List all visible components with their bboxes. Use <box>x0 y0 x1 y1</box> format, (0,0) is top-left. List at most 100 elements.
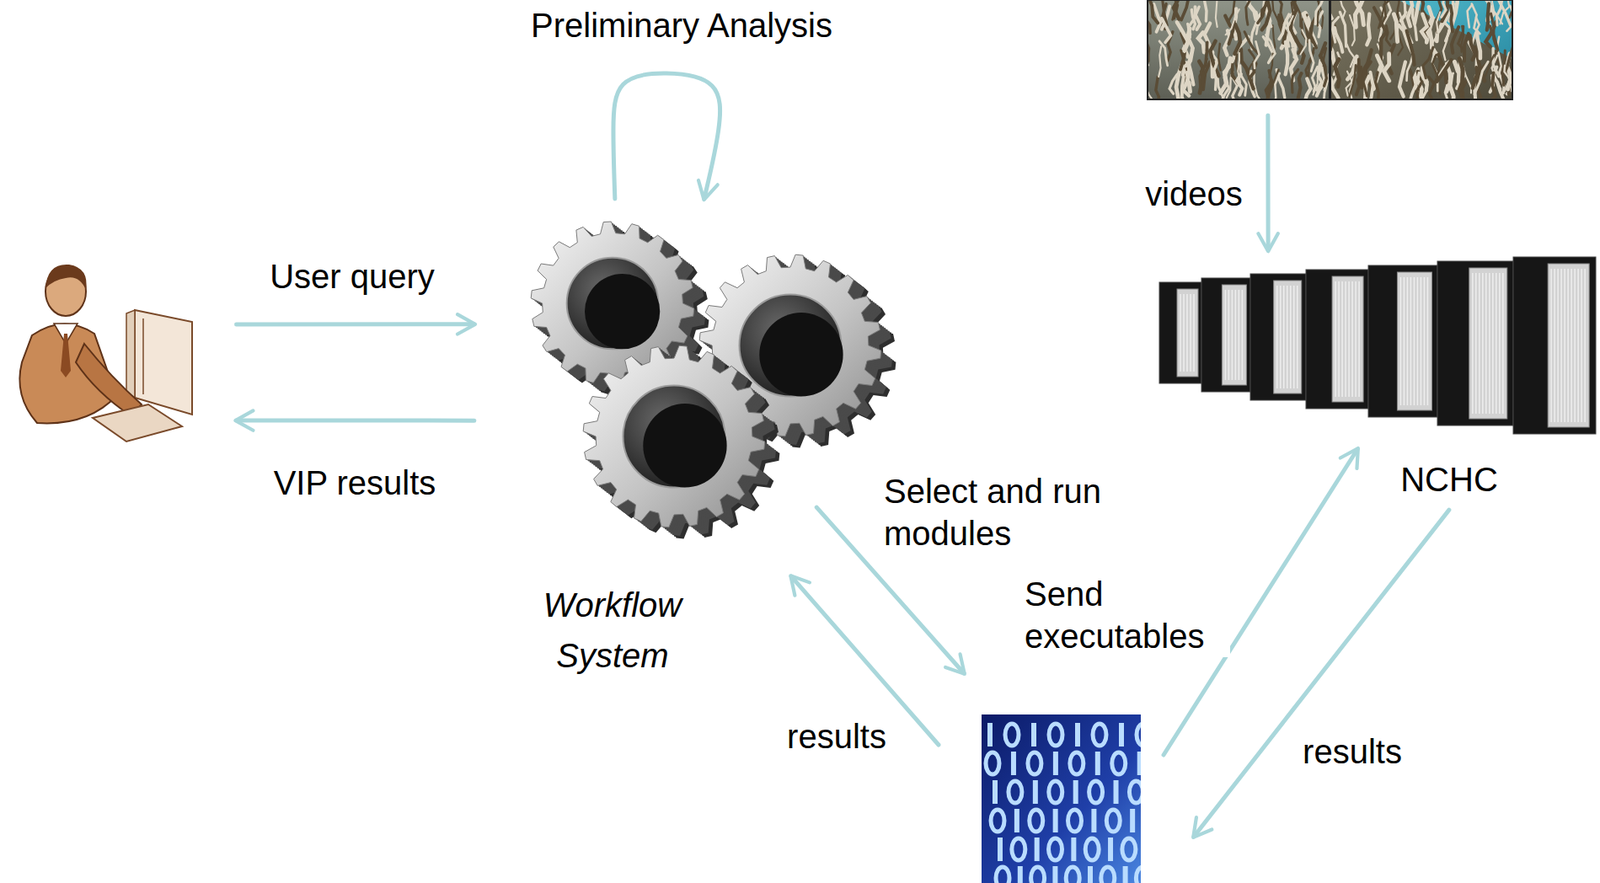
cabinet-grille <box>1186 294 1188 372</box>
digit-one <box>1129 808 1135 833</box>
coral-branch <box>1414 0 1423 24</box>
cabinet-grille <box>1337 281 1340 397</box>
coral-branch <box>1319 55 1327 86</box>
coral-branch <box>1332 16 1339 43</box>
coral-branch <box>1291 69 1298 92</box>
coral-branch <box>1278 14 1290 39</box>
cabinet-grille <box>1189 294 1192 372</box>
coral-branch <box>1499 0 1510 24</box>
digit-zero <box>995 866 1010 883</box>
cabinet-front <box>1332 276 1364 402</box>
coral-branch <box>1432 11 1440 43</box>
digit-one <box>1118 722 1124 747</box>
tie <box>60 333 71 378</box>
digit-one <box>1073 780 1079 804</box>
coral-branch <box>1384 53 1390 81</box>
coral-branch <box>1467 5 1473 28</box>
cabinet-body <box>1368 265 1438 418</box>
coral-branch <box>1503 65 1510 92</box>
digit-one <box>1052 866 1058 883</box>
cabinet-grille <box>1563 268 1566 423</box>
gear-hole-shadow <box>584 273 660 349</box>
digit-zero <box>1092 723 1107 746</box>
coral-branch <box>1441 0 1448 22</box>
digit-one <box>1113 780 1119 804</box>
digit-one <box>1075 722 1081 747</box>
coral-branch <box>1290 0 1296 30</box>
coral-branch <box>1305 79 1312 100</box>
coral-branch <box>1441 0 1446 17</box>
cabinet-grille <box>1286 285 1289 389</box>
digit-zero <box>1005 723 1019 746</box>
cabinet-grille <box>1279 285 1282 389</box>
coral-branch <box>1359 59 1362 89</box>
cabinet-grille <box>1478 272 1481 414</box>
cabinet-grille <box>1358 281 1360 397</box>
workflow-gears: Workflow System <box>530 219 899 536</box>
coral-branch <box>1489 73 1496 100</box>
digit-one <box>1034 837 1040 862</box>
digit-one <box>1032 780 1039 804</box>
binary-ground <box>981 714 1141 883</box>
cabinet-grille <box>1570 268 1573 423</box>
cabinet-front <box>1221 284 1247 386</box>
flow-arrow <box>1265 115 1270 251</box>
coral-branch <box>1380 33 1386 61</box>
coral-branch <box>1222 78 1230 100</box>
digit-zero <box>1008 781 1023 803</box>
coral-branch <box>1354 0 1363 27</box>
digit-one <box>1053 808 1059 833</box>
cabinet-grille <box>1482 272 1484 414</box>
coral-branch <box>1474 61 1488 95</box>
digit-zero <box>1048 838 1063 861</box>
digit-one <box>1137 751 1141 776</box>
coral-branch <box>1155 77 1159 100</box>
digit-one <box>1017 866 1023 883</box>
coral-branch <box>1317 0 1320 27</box>
cabinet-grille <box>1423 277 1426 406</box>
coral-branch <box>1485 54 1494 76</box>
digit-one <box>1091 808 1097 833</box>
digit-zero <box>985 752 1000 775</box>
coral-branch <box>1265 34 1275 62</box>
digit-one <box>987 722 993 747</box>
coral-branch <box>1399 62 1406 97</box>
cabinet-grille <box>1238 289 1241 380</box>
coral-branch <box>1246 64 1255 90</box>
digit-zero <box>1027 752 1042 775</box>
cabinet-grille <box>1488 272 1491 414</box>
digit-one <box>997 837 1003 862</box>
digit-zero <box>1122 838 1136 861</box>
coral-branch <box>1459 58 1463 91</box>
flow-arrow <box>236 321 475 327</box>
person-clipart <box>19 264 193 442</box>
cabinet-grille <box>1427 277 1429 406</box>
digit-zero <box>1048 781 1063 803</box>
server-cabinets <box>1159 256 1596 434</box>
coral-branch <box>1198 58 1207 86</box>
digit-one <box>1070 837 1076 862</box>
arm <box>75 343 142 417</box>
cabinet-grille <box>1573 268 1576 423</box>
coral-branch <box>1237 53 1241 83</box>
coral-branches <box>1147 0 1329 100</box>
gear-cluster <box>530 221 896 539</box>
node-heading: Workflow System <box>511 579 714 681</box>
coral-branch <box>1262 0 1271 30</box>
cabinet-grille <box>1417 277 1419 406</box>
cabinet-grille <box>1403 277 1406 406</box>
binary-code-tile <box>981 714 1168 883</box>
coral-branch <box>1334 58 1339 87</box>
cabinet-front <box>1396 272 1432 411</box>
coral-branch <box>1393 14 1397 43</box>
cabinet-grille <box>1407 277 1409 406</box>
coral-branch <box>1408 73 1420 100</box>
flow-arrow <box>1193 509 1450 837</box>
coral-branch <box>1246 0 1252 25</box>
cabinet-front <box>1547 263 1590 428</box>
coral-branch <box>1399 0 1406 22</box>
coral-branch <box>1450 5 1454 33</box>
cabinet-grille <box>1577 268 1579 423</box>
edge-label: Preliminary Analysis <box>527 4 836 47</box>
cabinet-grille <box>1485 272 1488 414</box>
